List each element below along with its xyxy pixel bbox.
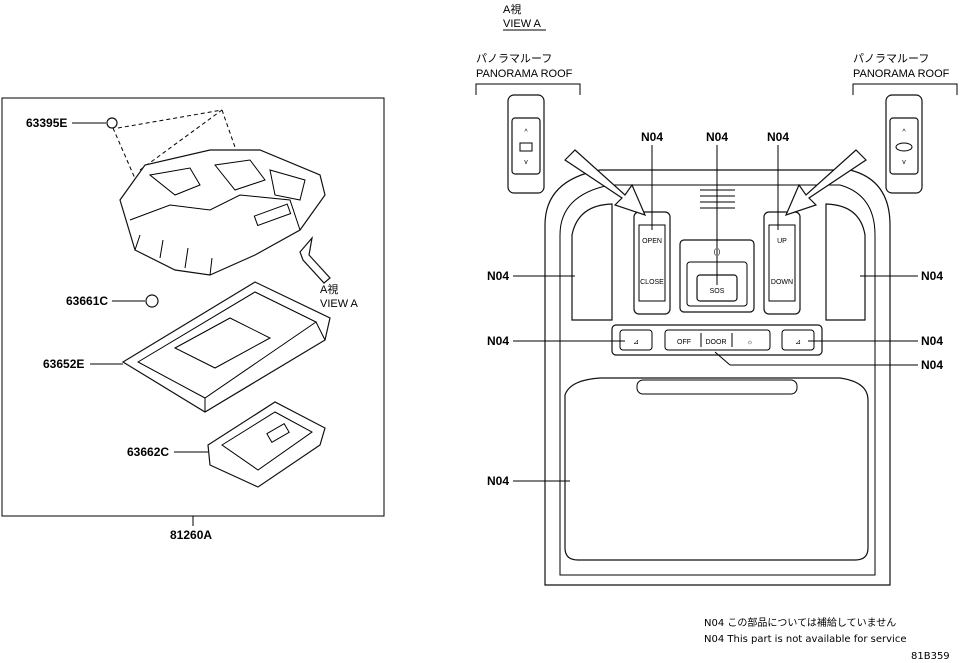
footnote-en: N04 This part is not available for servi… [704,634,906,645]
chevron-up-icon: ^ [524,129,528,136]
callout-lamp-left: N04 [487,269,509,283]
panorama-left-bracket [475,83,581,95]
view-marker-en: VIEW A [320,298,359,310]
callout-map-left: N04 [487,334,509,348]
map-lamp-right-button [781,329,815,351]
callout-dome: N04 [921,358,943,372]
callout-lamp-right: N04 [921,269,943,283]
up-label: UP [777,238,787,245]
callout-open-close: N04 [641,130,663,144]
callout-map-right: N04 [921,334,943,348]
panorama-roof-switch-right: ^ v [885,94,923,194]
map-lamp-left-button [619,329,653,351]
map-lamp-icon: ⊿ [795,339,801,346]
part-label-63395e: 63395E [26,116,67,130]
side-lamp-right [825,203,866,321]
callout-up-down: N04 [767,130,789,144]
clip-icon [106,117,118,129]
shade-icon [895,142,913,152]
lamp-switch-row: ⊿ OFF DOOR ☼ ⊿ [611,324,823,356]
view-title-jp: A視 [503,2,521,16]
callout-lens: N04 [487,474,509,488]
panorama-left-jp: パノラマルーフ [476,52,552,65]
sos-label: SOS [710,288,725,295]
view-title-en: VIEW A [503,18,542,30]
dome-icon: ☼ [747,339,753,346]
panorama-right-bracket [852,83,958,95]
assembly-number: 81260A [170,528,212,542]
door-label: DOOR [706,339,727,346]
pointer-arrow-left [564,149,647,216]
dome-lamp-switch [664,329,771,351]
chevron-up-icon: ^ [902,129,906,136]
down-label: DOWN [771,279,793,286]
callouts: N04 N04 N04 N04 N04 N04 N04 N04 N04 [487,130,943,488]
close-label: CLOSE [640,279,664,286]
panorama-right-en: PANORAMA ROOF [853,68,950,80]
chevron-down-icon: v [902,159,906,166]
room-lamp-lens [564,377,869,561]
clip-icon [145,294,159,308]
part-label-63662c: 63662C [127,445,169,459]
panorama-roof-switch-left: ^ v [507,94,545,194]
chevron-down-icon: v [524,159,528,166]
figure-id: 81B359 [911,651,950,662]
view-a-arrow [299,235,331,284]
view-marker-jp: A視 [320,282,338,296]
tilt-up-down-switch: UP DOWN [763,211,801,315]
side-lamp-left [571,203,613,321]
part-label-63652e: 63652E [43,357,84,371]
callout-sos: N04 [706,130,728,144]
console-bezel [121,281,331,413]
off-label: OFF [677,339,691,346]
open-label: OPEN [642,238,662,245]
part-label-63661c: 63661C [66,294,108,308]
map-lamp-icon: ⊿ [633,339,639,346]
sunroof-open-close-switch: OPEN CLOSE [633,211,671,315]
panorama-right-jp: パノラマルーフ [853,52,929,65]
footnote-jp: N04 この部品については補給していません [704,616,896,629]
lamp-cover [207,401,326,488]
panorama-left-en: PANORAMA ROOF [476,68,573,80]
sunroof-icon [519,142,533,152]
pointer-arrow-right [784,149,867,216]
overhead-console-housing [119,149,326,276]
